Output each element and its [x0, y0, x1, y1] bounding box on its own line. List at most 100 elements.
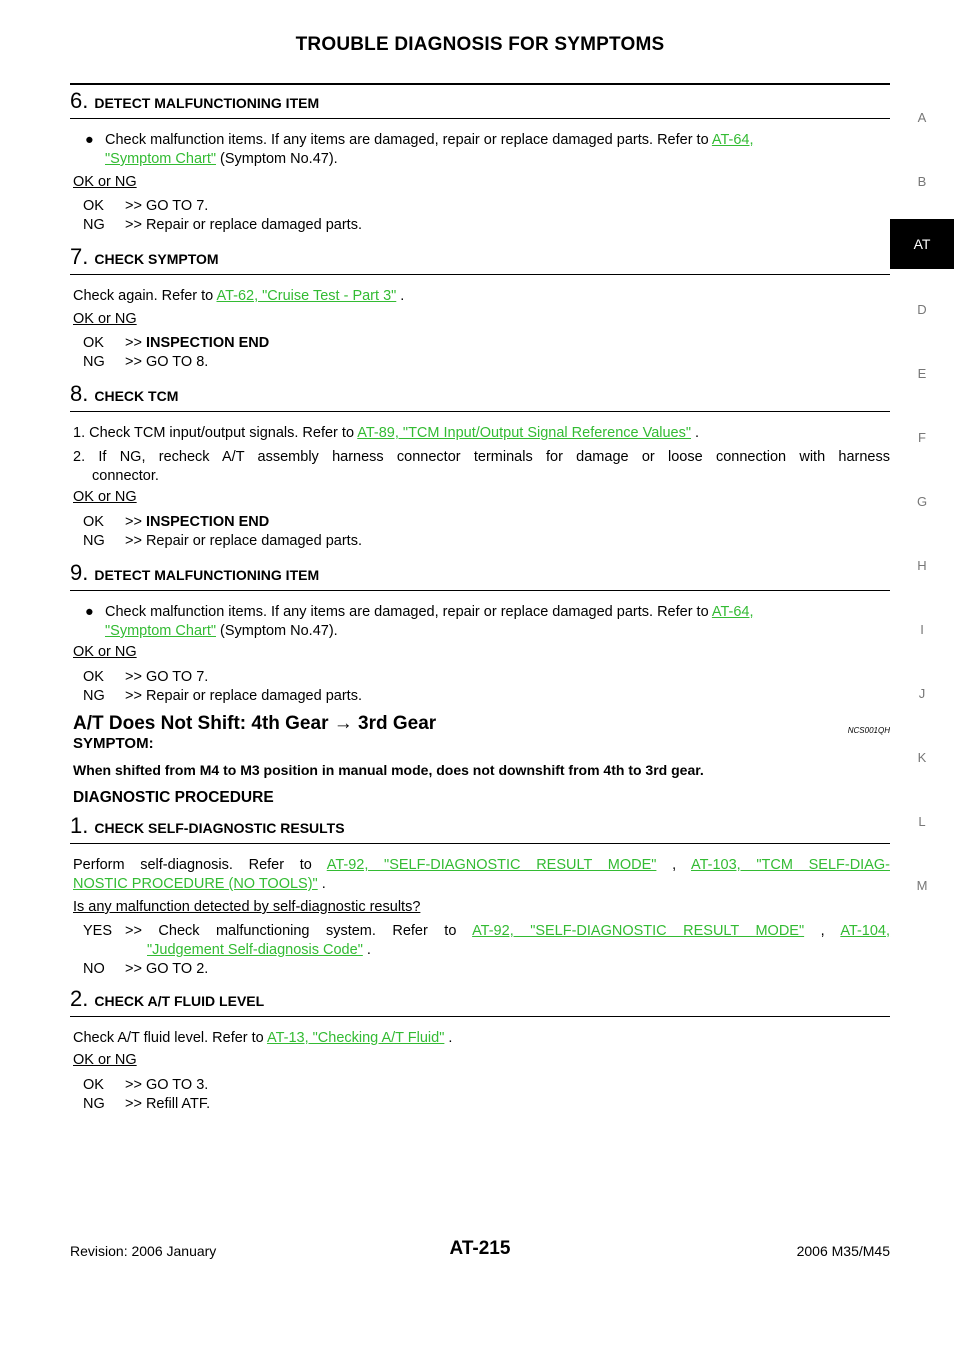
bullet-text: Check malfunction items. If any items ar… — [105, 132, 712, 148]
para-text: Perform self-diagnosis. Refer to — [73, 857, 327, 873]
nav-tab-b[interactable]: B — [917, 174, 927, 189]
ok-response: OK>> GO TO 3. — [83, 1076, 890, 1095]
ok-key: OK — [83, 1077, 104, 1093]
bullet-icon: ● — [85, 604, 94, 620]
step-8-heading: 8.CHECK TCM — [70, 381, 890, 412]
nav-tab-h[interactable]: H — [917, 558, 927, 573]
ok-arrow: >> — [125, 514, 146, 530]
ref-link-judgement-code[interactable]: "Judgement Self-diagnosis Code" — [147, 942, 363, 958]
ref-link-symptom-chart[interactable]: "Symptom Chart" — [105, 151, 217, 167]
no-value: >> GO TO 2. — [125, 961, 209, 977]
ref-link-at89[interactable]: AT-89, "TCM Input/Output Signal Referenc… — [357, 425, 692, 441]
ok-value: >> GO TO 7. — [125, 669, 209, 685]
ng-response: NG>> Repair or replace damaged parts. — [83, 687, 890, 706]
item-text-post: . — [691, 425, 700, 441]
yes-separator: , — [804, 923, 841, 939]
ng-response: NG>> Repair or replace damaged parts. — [83, 532, 890, 551]
step-rule — [70, 590, 890, 591]
footer-revision: Revision: 2006 January — [70, 1243, 217, 1259]
step-8-item-2: 2. If NG, recheck A/T assembly harness c… — [73, 448, 890, 486]
ok-key: OK — [83, 514, 104, 530]
ref-link-at64[interactable]: AT-64, — [711, 604, 754, 620]
step-number: 8. — [70, 381, 89, 406]
ref-link-at62[interactable]: AT-62, "Cruise Test - Part 3" — [216, 288, 397, 304]
yes-key: YES — [83, 923, 113, 939]
step-title: CHECK SYMPTOM — [94, 251, 219, 267]
ref-link-at104[interactable]: AT-104, — [840, 923, 891, 939]
bullet-text-post: (Symptom No.47). — [216, 623, 338, 639]
ref-link-at64[interactable]: AT-64, — [711, 132, 754, 148]
ok-key: OK — [83, 669, 104, 685]
yes-text: >> Check malfunctioning system. Refer to — [125, 923, 473, 939]
ng-value: >> GO TO 8. — [125, 354, 209, 370]
step-rule — [70, 843, 890, 844]
step-rule — [70, 1016, 890, 1017]
step-7-text: Check again. Refer to AT-62, "Cruise Tes… — [73, 287, 890, 306]
ng-value: >> Repair or replace damaged parts. — [125, 533, 362, 549]
nav-tab-m[interactable]: M — [916, 878, 928, 893]
step-number: 1. — [70, 813, 89, 838]
para-text: Check A/T fluid level. Refer to — [73, 1030, 267, 1046]
bullet-icon: ● — [85, 132, 94, 148]
step-6-bullet: ● Check malfunction items. If any items … — [73, 131, 890, 169]
step-9-heading: 9.DETECT MALFUNCTIONING ITEM — [70, 560, 890, 591]
ref-link-at92[interactable]: AT-92, "SELF-DIAGNOSTIC RESULT MODE" — [472, 923, 805, 939]
step-6-heading: 6.DETECT MALFUNCTIONING ITEM — [70, 88, 890, 119]
para-text-post: . — [444, 1030, 453, 1046]
ok-value: INSPECTION END — [145, 335, 270, 351]
yes-text-post: . — [362, 942, 371, 958]
ok-key: OK — [83, 335, 104, 351]
para-text: Check again. Refer to — [73, 288, 217, 304]
nav-tab-a[interactable]: A — [917, 110, 927, 125]
nav-tab-d[interactable]: D — [917, 302, 927, 317]
section-title: A/T Does Not Shift: 4th Gear → 3rd Gear — [73, 713, 437, 734]
ng-response: NG >> Refill ATF. — [83, 1095, 890, 1114]
ref-link-symptom-chart[interactable]: "Symptom Chart" — [105, 623, 217, 639]
item-text-line1: 2. If NG, recheck A/T assembly harness c… — [73, 449, 890, 465]
bullet-text: Check malfunction items. If any items ar… — [105, 604, 712, 620]
para-separator: , — [656, 857, 691, 873]
step-rule — [70, 118, 890, 119]
para-text-post: . — [317, 876, 326, 892]
step-9-bullet: ● Check malfunction items. If any items … — [73, 603, 890, 641]
nav-tab-i[interactable]: I — [920, 622, 924, 637]
item-text-line2: connector. — [92, 468, 159, 484]
nav-tab-at[interactable]: AT — [890, 219, 954, 269]
ok-response: OK >> INSPECTION END — [83, 334, 890, 353]
step-number: 7. — [70, 244, 89, 269]
diag-step-2-heading: 2.CHECK A/T FLUID LEVEL — [70, 986, 890, 1017]
header-rule — [70, 83, 890, 85]
ok-value: >> GO TO 7. — [125, 198, 209, 214]
diag-step-2-text: Check A/T fluid level. Refer to AT-13, "… — [73, 1029, 890, 1048]
ok-response: OK >> GO TO 7. — [83, 197, 890, 216]
no-key: NO — [83, 961, 105, 977]
ng-value: >> Refill ATF. — [125, 1096, 211, 1112]
ref-link-at103-cont[interactable]: NOSTIC PROCEDURE (NO TOOLS)" — [73, 876, 318, 892]
question-label: Is any malfunction detected by self-diag… — [73, 899, 421, 915]
nav-tab-k[interactable]: K — [917, 750, 927, 765]
ok-key: OK — [83, 198, 104, 214]
ng-key: NG — [83, 217, 105, 233]
ref-link-at13[interactable]: AT-13, "Checking A/T Fluid" — [266, 1030, 445, 1046]
no-response: NO >> GO TO 2. — [83, 960, 890, 979]
nav-tab-e[interactable]: E — [917, 366, 927, 381]
ok-or-ng-label: OK or NG — [73, 174, 137, 190]
step-number: 6. — [70, 88, 89, 113]
ng-response: NG>> Repair or replace damaged parts. — [83, 216, 890, 235]
ok-or-ng-label: OK or NG — [73, 644, 137, 660]
ng-key: NG — [83, 354, 105, 370]
ref-link-at92[interactable]: AT-92, "SELF-DIAGNOSTIC RESULT MODE" — [326, 857, 657, 873]
step-title: CHECK SELF-DIAGNOSTIC RESULTS — [94, 820, 345, 836]
nav-tab-g[interactable]: G — [916, 494, 928, 509]
ng-key: NG — [83, 1096, 105, 1112]
nav-tab-j[interactable]: J — [918, 686, 926, 701]
nav-tab-l[interactable]: L — [918, 814, 926, 829]
ok-arrow: >> — [125, 335, 146, 351]
section-code: NCS001QH — [847, 726, 890, 735]
ref-link-at103[interactable]: AT-103, "TCM SELF-DIAG- — [691, 857, 890, 873]
diag-step-1-text: Perform self-diagnosis. Refer to AT-92, … — [73, 856, 890, 894]
yes-response: YES >> Check malfunctioning system. Refe… — [83, 922, 890, 960]
nav-tab-f[interactable]: F — [918, 430, 926, 445]
step-rule — [70, 274, 890, 275]
para-text-post: . — [396, 288, 405, 304]
